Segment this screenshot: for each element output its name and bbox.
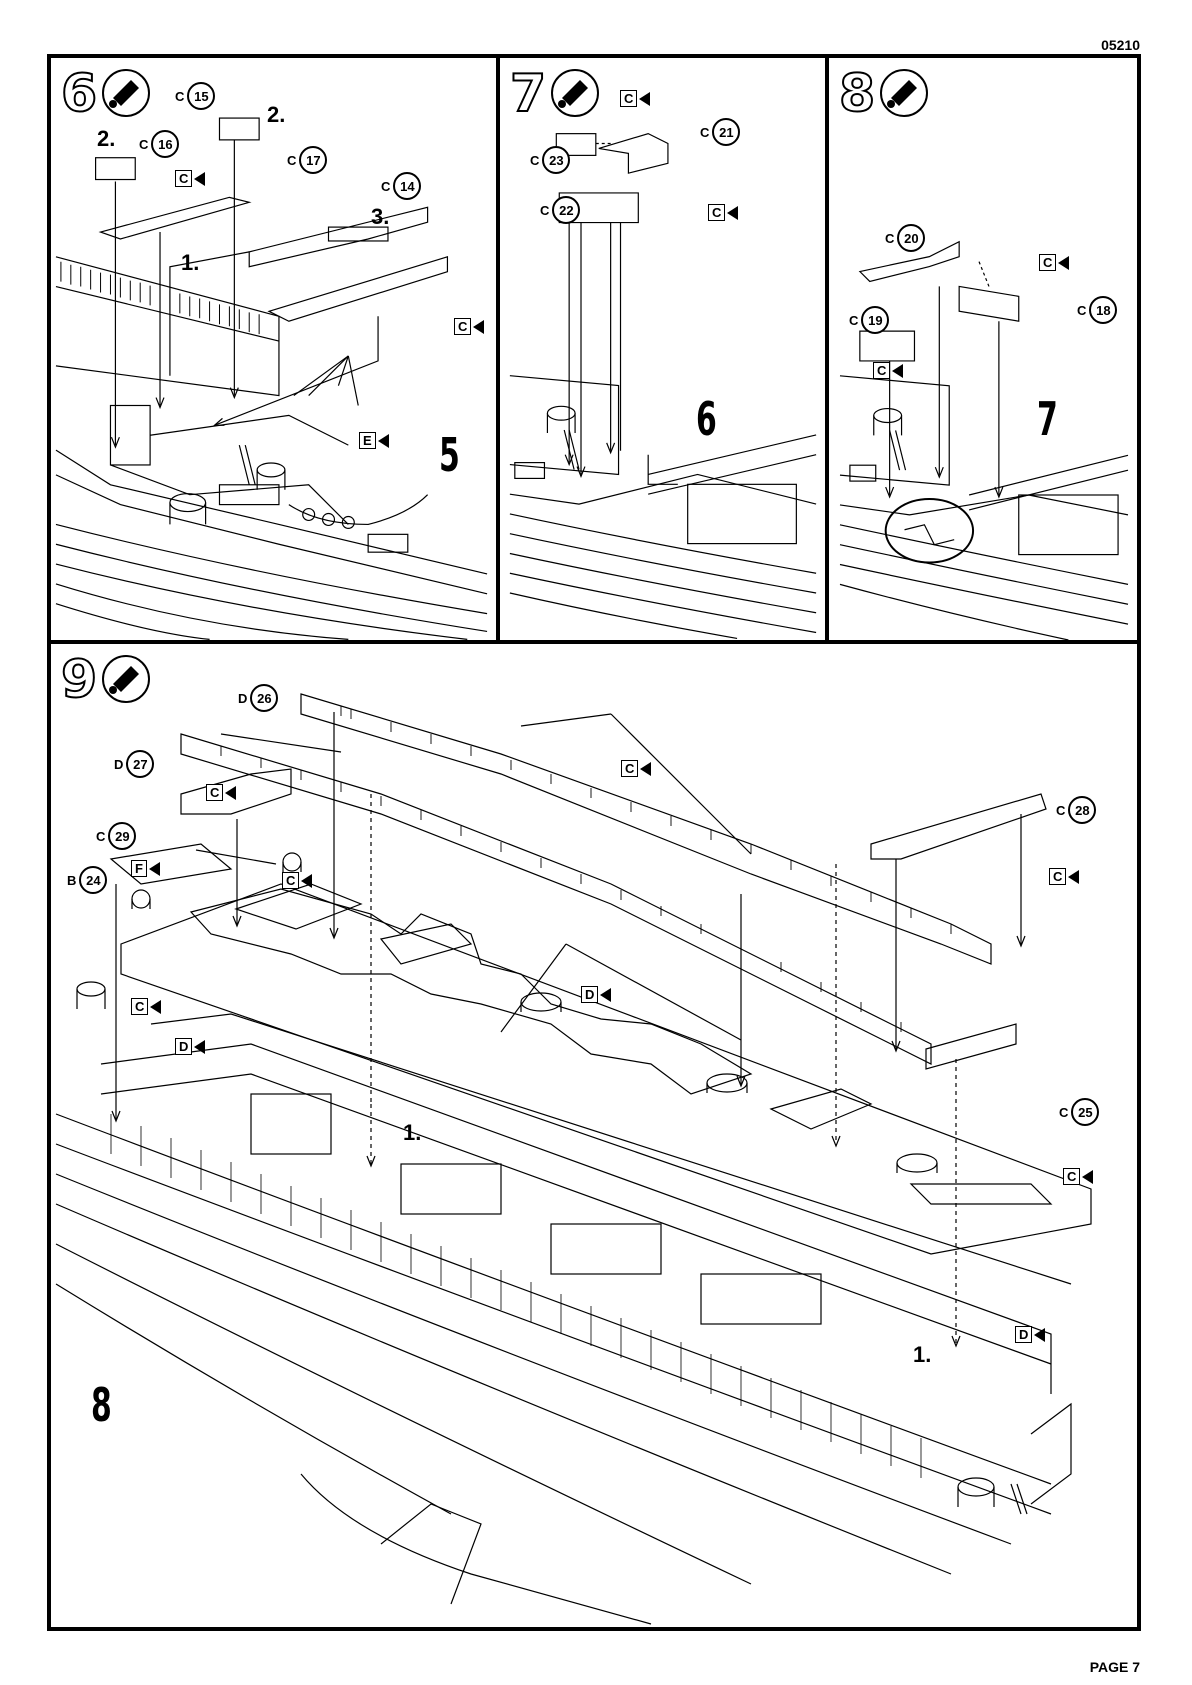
step-number: 8 xyxy=(839,68,875,120)
callout-c23: C 23 xyxy=(530,146,570,174)
glue-flag: C xyxy=(1063,1168,1093,1185)
reference-step-number: 8 xyxy=(91,1378,112,1432)
glue-flag: C xyxy=(873,362,903,379)
callout-c22: C 22 xyxy=(540,196,580,224)
step-number: 7 xyxy=(510,68,546,120)
callout-c21: C 21 xyxy=(700,118,740,146)
glue-flag: D xyxy=(1015,1326,1045,1343)
step-number: 6 xyxy=(61,68,97,120)
step-6-illustration xyxy=(51,58,496,640)
document-code: 05210 xyxy=(1101,37,1140,53)
glue-flag: C xyxy=(454,318,484,335)
order-label: 1. xyxy=(403,1120,421,1146)
order-label: 2. xyxy=(97,126,115,152)
step-6-panel: 6 C 15 C 16 C 17 C 14 2. 2. 1. 3. C C E … xyxy=(51,58,500,644)
callout-d27: D 27 xyxy=(114,750,154,778)
callout-b24: B 24 xyxy=(67,866,107,894)
reference-step-number: 7 xyxy=(1037,392,1058,446)
step-7-panel: 7 C 21 C 23 C 22 C C 6 xyxy=(500,58,829,644)
callout-c14: C 14 xyxy=(381,172,421,200)
order-label: 3. xyxy=(371,204,389,230)
order-label: 2. xyxy=(267,102,285,128)
glue-flag: C xyxy=(620,90,650,107)
callout-c29: C 29 xyxy=(96,822,136,850)
callout-c28: C 28 xyxy=(1056,796,1096,824)
glue-flag: C xyxy=(131,998,161,1015)
glue-flag: C xyxy=(708,204,738,221)
callout-c20: C 20 xyxy=(885,224,925,252)
step-number: 9 xyxy=(61,654,97,706)
callout-c16: C 16 xyxy=(139,130,179,158)
glue-tube-icon xyxy=(101,68,151,118)
step-8-panel: 8 C 20 C 19 C 18 C C 7 xyxy=(829,58,1137,644)
glue-tube-icon xyxy=(101,654,151,704)
reference-step-number: 5 xyxy=(439,428,460,482)
glue-flag: C xyxy=(206,784,236,801)
step-8-illustration xyxy=(829,58,1137,640)
glue-flag: C xyxy=(282,872,312,889)
glue-flag: D xyxy=(581,986,611,1003)
glue-flag: C xyxy=(1039,254,1069,271)
glue-flag: F xyxy=(131,860,160,877)
callout-c25: C 25 xyxy=(1059,1098,1099,1126)
callout-c18: C 18 xyxy=(1077,296,1117,324)
glue-flag: C xyxy=(1049,868,1079,885)
glue-tube-icon xyxy=(550,68,600,118)
order-label: 1. xyxy=(181,250,199,276)
glue-flag: C xyxy=(621,760,651,777)
callout-c15: C 15 xyxy=(175,82,215,110)
glue-flag: D xyxy=(175,1038,205,1055)
page-number: PAGE 7 xyxy=(1090,1659,1140,1675)
callout-c17: C 17 xyxy=(287,146,327,174)
glue-tube-icon xyxy=(879,68,929,118)
glue-flag: E xyxy=(359,432,389,449)
step-9-panel: 9 D 26 D 27 C 29 B 24 C 28 C 25 1. 1. C … xyxy=(51,644,1137,1627)
callout-c19: C 19 xyxy=(849,306,889,334)
reference-step-number: 6 xyxy=(696,392,717,446)
order-label: 1. xyxy=(913,1342,931,1368)
glue-flag: C xyxy=(175,170,205,187)
callout-d26: D 26 xyxy=(238,684,278,712)
